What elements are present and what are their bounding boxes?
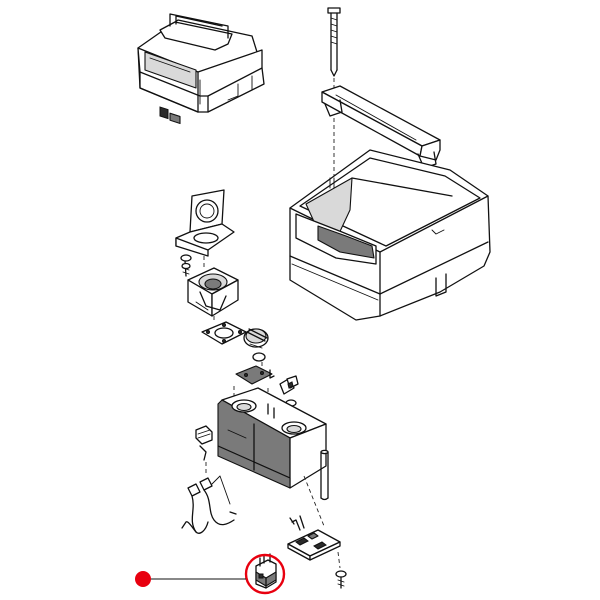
knob[interactable]: [243, 328, 269, 349]
socket-gasket[interactable]: [201, 321, 247, 345]
control-housing[interactable]: [217, 387, 327, 489]
socket-screw[interactable]: [180, 254, 192, 277]
callout-dot[interactable]: [135, 571, 151, 587]
connector-plate[interactable]: [235, 365, 275, 385]
plug-pieces[interactable]: [279, 375, 299, 395]
socket-insert[interactable]: [187, 267, 239, 317]
callout-marker[interactable]: [135, 571, 246, 587]
board-screw[interactable]: [335, 570, 347, 589]
mounting-bracket[interactable]: [321, 85, 441, 169]
mounting-rod[interactable]: [327, 7, 341, 77]
assembled-unit[interactable]: [137, 13, 265, 125]
socket-flap[interactable]: [175, 189, 235, 257]
cable-gland[interactable]: [195, 425, 213, 461]
circuit-board[interactable]: [287, 515, 341, 561]
housing-cover[interactable]: [289, 149, 491, 321]
guide-pin[interactable]: [320, 449, 329, 501]
wire-harness[interactable]: [181, 475, 237, 534]
switch-component[interactable]: [255, 553, 277, 589]
highlight-ring: [244, 553, 286, 595]
